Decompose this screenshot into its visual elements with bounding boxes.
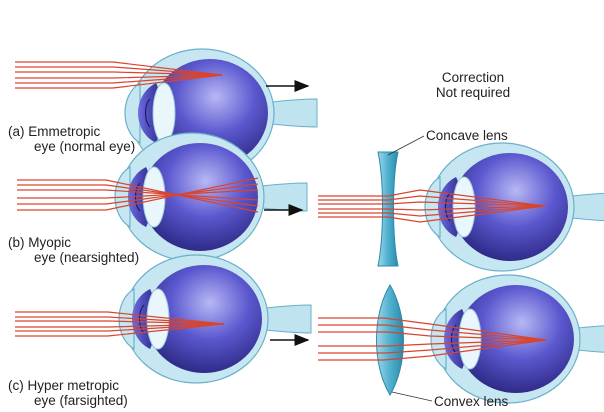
panel-b-corrected-rays [318, 189, 546, 223]
panel-a-rays [15, 61, 223, 89]
panel-c-label-line1: (c) Hyper metropic [8, 378, 120, 393]
panel-b-label-line2: eye (nearsighted) [34, 250, 140, 265]
concave-lens-leader [387, 135, 425, 156]
panel-b-label-line1: (b) Myopic [8, 235, 72, 250]
correction-line1: Correction [441, 70, 505, 85]
concave-lens-label: Concave lens [426, 128, 508, 143]
panel-c-label: (c) Hyper metropic eye (farsighted) [8, 378, 128, 408]
panel-a-correction-note: Correction Not required [424, 70, 522, 100]
convex-lens-leader [391, 391, 433, 402]
panel-a-label-line1: (a) Emmetropic [8, 124, 101, 139]
panel-b-label: (b) Myopic eye (nearsighted) [8, 235, 139, 265]
convex-lens-label: Convex lens [434, 394, 509, 409]
panel-c-label-line2: eye (farsighted) [34, 393, 128, 408]
correction-line2: Not required [435, 85, 511, 100]
panel-b-rays [17, 177, 259, 213]
convex-lens-icon [376, 284, 404, 396]
panel-c-rays [15, 311, 225, 337]
panel-a-label: (a) Emmetropic eye (normal eye) [8, 124, 135, 154]
panel-c-corrected-rays [318, 317, 547, 361]
panel-a-label-line2: eye (normal eye) [34, 139, 136, 154]
